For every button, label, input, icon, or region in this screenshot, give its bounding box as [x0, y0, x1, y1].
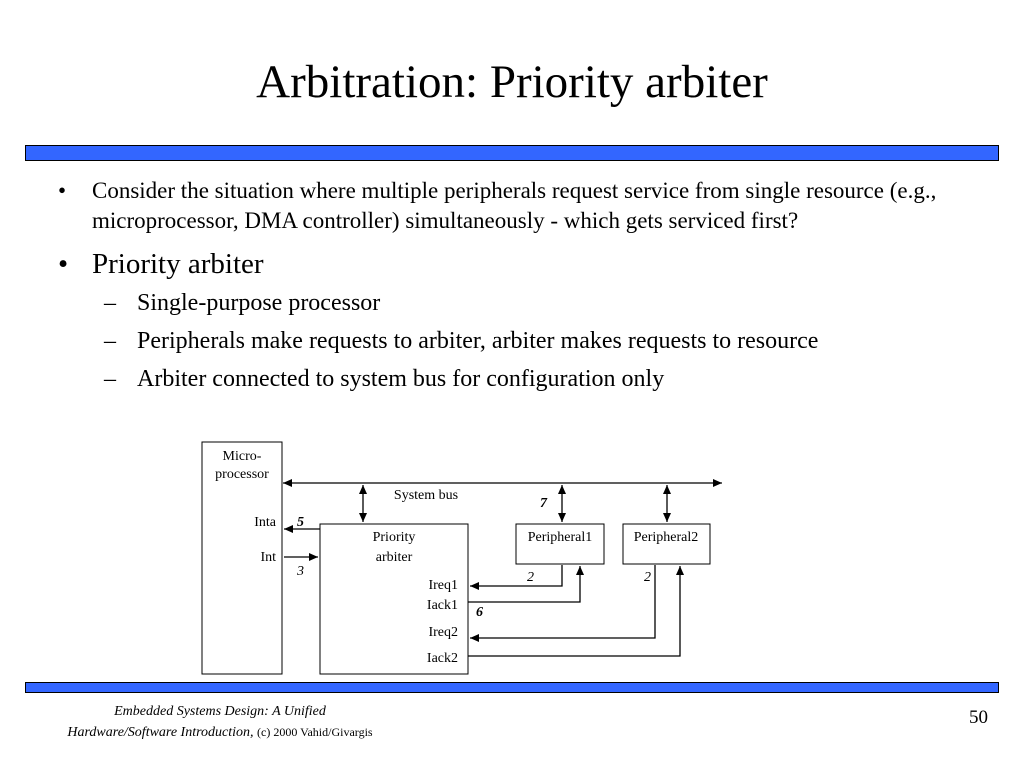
ireq1-line — [470, 565, 563, 590]
microprocessor-box — [201, 441, 283, 675]
step-3-label: 3 — [296, 564, 304, 579]
top-divider-bar — [25, 145, 999, 161]
iack1-line — [468, 566, 584, 603]
slide-title: Arbitration: Priority arbiter — [256, 56, 768, 108]
footer-copyright: (c) 2000 Vahid/Givargis — [257, 725, 373, 739]
inta-label: Inta — [254, 515, 277, 530]
bullet-item-situation: Consider the situation where multiple pe… — [58, 176, 988, 236]
iack2-line — [468, 566, 684, 657]
microprocessor-label-line1: Micro- — [223, 449, 262, 464]
bullet-list: Consider the situation where multiple pe… — [58, 176, 988, 398]
int-label: Int — [260, 550, 276, 565]
footer-book-reference: Embedded Systems Design: A Unified Hardw… — [20, 702, 420, 743]
priority-arbiter-box — [319, 523, 469, 675]
page-number: 50 — [969, 707, 988, 728]
sub-bullet-item-single-purpose: Single-purpose processor — [92, 284, 988, 322]
bullet-item-priority-arbiter: Priority arbiter Single-purpose processo… — [58, 244, 988, 398]
system-bus-label: System bus — [394, 488, 458, 503]
footer-book-line1: Embedded Systems Design: A Unified — [114, 704, 326, 719]
peripheral2-box — [622, 523, 711, 565]
bottom-divider-bar — [25, 682, 999, 693]
sub-bullet-list: Single-purpose processor Peripherals mak… — [92, 284, 988, 398]
ireq2-line — [470, 565, 656, 642]
step-7-label: 7 — [540, 496, 548, 511]
footer-book-line2-row: Hardware/Software Introduction, (c) 2000… — [20, 722, 420, 743]
peripheral2-label: Peripheral2 — [634, 530, 699, 545]
step-6-label: 6 — [476, 605, 483, 620]
step-2-peripheral2-label: 2 — [644, 570, 651, 585]
iack1-label: Iack1 — [427, 598, 458, 613]
step-2-peripheral1-label: 2 — [527, 570, 534, 585]
peripheral1-box — [515, 523, 605, 565]
step-5-label: 5 — [297, 515, 304, 530]
arbiter-label-line2: arbiter — [376, 550, 413, 565]
sub-bullet-item-system-bus: Arbiter connected to system bus for conf… — [92, 360, 988, 398]
arbiter-label-line1: Priority — [373, 530, 416, 545]
ireq1-label: Ireq1 — [428, 578, 458, 593]
bullet-label-priority-arbiter: Priority arbiter — [92, 248, 264, 280]
footer-book-line2: Hardware/Software Introduction, — [67, 725, 254, 740]
ireq2-label: Ireq2 — [428, 625, 458, 640]
sub-bullet-item-requests: Peripherals make requests to arbiter, ar… — [92, 322, 988, 360]
iack2-label: Iack2 — [427, 651, 458, 666]
peripheral1-label: Peripheral1 — [528, 530, 593, 545]
microprocessor-label-line2: processor — [215, 467, 269, 482]
